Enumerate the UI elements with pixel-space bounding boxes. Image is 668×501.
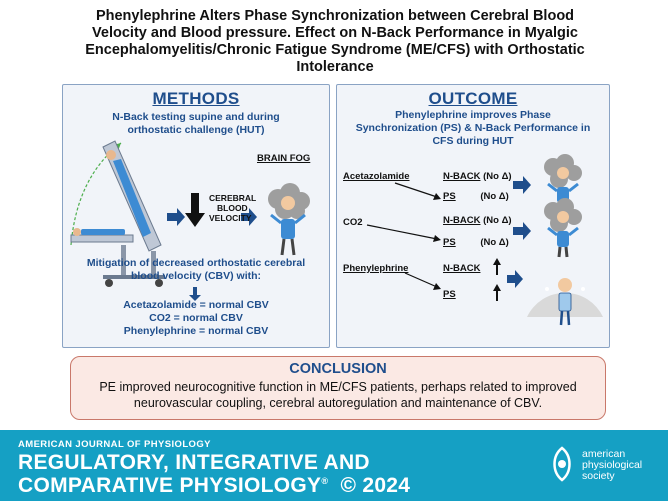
brain-fog-label: BRAIN FOG xyxy=(257,153,311,164)
outcome-desc-line-3: CFS during HUT xyxy=(432,135,514,147)
brain-fog-figure xyxy=(268,183,310,256)
journal-super: AMERICAN JOURNAL OF PHYSIOLOGY xyxy=(18,439,211,450)
mitigation-text: Mitigation of decreased orthostatic cere… xyxy=(63,257,329,283)
publisher-name: american physiological society xyxy=(582,449,642,482)
row2-nback-label: N-BACK xyxy=(443,215,481,226)
row3-nback: N-BACK xyxy=(443,263,480,274)
fog-figure-2 xyxy=(544,198,582,258)
row1-ps-change: (No Δ) xyxy=(480,191,509,202)
outcome-heading: OUTCOME xyxy=(428,89,518,108)
title-line-2: Velocity and Blood pressure. Effect on N… xyxy=(92,25,578,41)
row3-ps: PS xyxy=(443,289,456,300)
methods-desc-line-1: N-Back testing supine and during xyxy=(112,111,280,123)
journal-title-text: COMPARATIVE PHYSIOLOGY xyxy=(18,474,322,497)
row2-ps: PS (No Δ) xyxy=(443,237,509,248)
agent-phenylephrine: Phenylephrine xyxy=(343,263,409,274)
journal-title-line-1: REGULATORY, INTEGRATIVE AND xyxy=(18,451,370,474)
title-line-1: Phenylephrine Alters Phase Synchronizati… xyxy=(95,8,575,24)
cbv-line-3: VELOCITY xyxy=(209,213,252,223)
row1-ps-label: PS xyxy=(443,191,456,202)
methods-description: N-Back testing supine and during orthost… xyxy=(63,111,329,137)
conclusion-box: CONCLUSION PE improved neurocognitive fu… xyxy=(70,356,606,420)
clear-figure xyxy=(527,278,603,326)
outcome-desc-line-2: Synchronization (PS) & N-Back Performanc… xyxy=(355,122,591,134)
row3-ps-label: PS xyxy=(443,289,456,300)
mitigation-results: Acetazolamide = normal CBV CO2 = normal … xyxy=(63,299,329,338)
outcome-diagram xyxy=(366,154,603,326)
publisher-line-2: physiological xyxy=(582,459,643,471)
row3-nback-label: N-BACK xyxy=(443,263,481,274)
row1-ps: PS (No Δ) xyxy=(443,191,509,202)
cbv-line-1: CEREBRAL xyxy=(209,193,257,203)
methods-panel: METHODS N-Back testing supine and during… xyxy=(62,84,330,348)
tilt-table-illustration xyxy=(70,140,310,301)
row2-nback-change: (No Δ) xyxy=(483,215,512,226)
journal-title-line-2: COMPARATIVE PHYSIOLOGY® © 2024 xyxy=(18,474,410,498)
conclusion-line-1: PE improved neurocognitive function in M… xyxy=(99,380,577,394)
row1-nback-change: (No Δ) xyxy=(483,171,512,182)
cbv-line-2: BLOOD xyxy=(217,203,248,213)
outcome-description: Phenylephrine improves Phase Synchroniza… xyxy=(337,109,609,148)
title-line-3: Encephalomyelitis/Chronic Fatigue Syndro… xyxy=(85,42,585,58)
row2-nback: N-BACK (No Δ) xyxy=(443,215,512,226)
cbv-label: CEREBRAL BLOOD VELOCITY xyxy=(209,193,256,223)
page-title: Phenylephrine Alters Phase Synchronizati… xyxy=(40,8,630,76)
row2-ps-label: PS xyxy=(443,237,456,248)
agent-acetazolamide: Acetazolamide xyxy=(343,171,410,182)
outcome-desc-line-1: Phenylephrine improves Phase xyxy=(395,109,551,121)
result-acetazolamide: Acetazolamide = normal CBV xyxy=(123,299,269,311)
conclusion-heading: CONCLUSION xyxy=(289,361,387,377)
methods-heading: METHODS xyxy=(152,89,240,108)
journal-footer: AMERICAN JOURNAL OF PHYSIOLOGY REGULATOR… xyxy=(0,430,668,501)
outcome-panel: OUTCOME Phenylephrine improves Phase Syn… xyxy=(336,84,610,348)
mitigation-line-2: blood velocity (CBV) with: xyxy=(130,270,262,282)
result-co2: CO2 = normal CBV xyxy=(149,312,243,324)
copyright: © 2024 xyxy=(340,474,411,497)
row1-nback-label: N-BACK xyxy=(443,171,481,182)
agent-co2: CO2 xyxy=(343,217,363,228)
title-line-4: Intolerance xyxy=(296,59,374,75)
row1-nback: N-BACK (No Δ) xyxy=(443,171,512,182)
trademark: ® xyxy=(321,476,329,486)
conclusion-line-2: neurovascular coupling, cerebral autoreg… xyxy=(133,396,543,410)
row2-ps-change: (No Δ) xyxy=(480,237,509,248)
publisher-line-3: society xyxy=(582,470,615,482)
mitigation-line-1: Mitigation of decreased orthostatic cere… xyxy=(86,257,306,269)
aps-logo-icon xyxy=(553,446,571,482)
methods-desc-line-2: orthostatic challenge (HUT) xyxy=(127,124,265,136)
result-phenylephrine: Phenylephrine = normal CBV xyxy=(123,325,269,337)
publisher-line-1: american xyxy=(582,448,626,460)
conclusion-body: PE improved neurocognitive function in M… xyxy=(81,379,595,411)
